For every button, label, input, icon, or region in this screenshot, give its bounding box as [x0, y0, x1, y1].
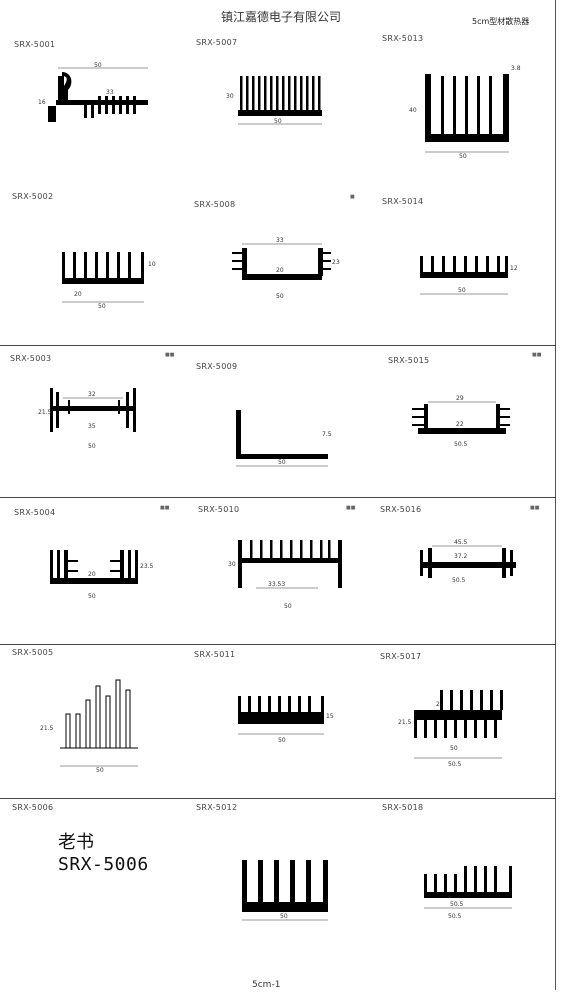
profile-drawing-srx-5013: 50 40 3.8 [405, 62, 525, 162]
profile-drawing-srx-5008: 33 20 50 23 [222, 234, 342, 314]
svg-text:21.5: 21.5 [398, 719, 412, 726]
profile-label-srx-5005: SRX-5005 [12, 648, 54, 657]
divider-2 [0, 497, 556, 498]
svg-text:50.5: 50.5 [448, 913, 462, 920]
profile-label-srx-5011: SRX-5011 [194, 650, 236, 659]
profile-label-srx-5002: SRX-5002 [12, 192, 54, 201]
stamp-mark: ■ [350, 194, 355, 200]
svg-text:23.5: 23.5 [140, 563, 154, 570]
svg-text:22: 22 [456, 421, 464, 428]
profile-drawing-srx-5005: 50 21.5 [30, 676, 170, 776]
profile-label-srx-5004: SRX-5004 [14, 508, 56, 517]
profile-label-srx-5006: SRX-5006 [12, 803, 54, 812]
svg-text:50: 50 [98, 303, 106, 310]
svg-text:21.5: 21.5 [40, 725, 54, 732]
profile-drawing-srx-5004: 20 50 23.5 [40, 546, 154, 606]
profile-label-srx-5010: SRX-5010 [198, 505, 240, 514]
svg-text:29: 29 [456, 395, 464, 402]
svg-text:21.5: 21.5 [38, 409, 52, 416]
svg-text:50: 50 [274, 118, 282, 125]
profile-label-srx-5016: SRX-5016 [380, 505, 422, 514]
profile-label-srx-5008: SRX-5008 [194, 200, 236, 209]
svg-text:2: 2 [436, 701, 440, 708]
svg-text:50.5: 50.5 [448, 761, 462, 768]
svg-text:40: 40 [409, 107, 417, 114]
handwritten-note: 老书 SRX-5006 [58, 832, 149, 876]
svg-text:37.2: 37.2 [454, 553, 468, 560]
series-title: 5cm型材散热器 [472, 17, 530, 26]
svg-text:50.5: 50.5 [454, 441, 468, 448]
profile-label-srx-5009: SRX-5009 [196, 362, 238, 371]
profile-drawing-srx-5015: 29 22 50.5 [404, 394, 514, 464]
profile-drawing-srx-5010: 33.53 50 30 [228, 536, 348, 616]
profile-drawing-srx-5007: 50 30 [222, 68, 332, 138]
page-number: 5cm-1 [252, 980, 281, 990]
svg-text:23: 23 [332, 259, 340, 266]
profile-label-srx-5017: SRX-5017 [380, 652, 422, 661]
svg-text:33: 33 [276, 237, 284, 244]
profile-drawing-srx-5016: 45.5 37.2 50.5 [414, 536, 524, 596]
svg-text:50: 50 [458, 287, 466, 294]
company-title: 镇江嘉德电子有限公司 [220, 10, 341, 24]
svg-text:12: 12 [510, 265, 518, 272]
profile-label-srx-5001: SRX-5001 [14, 40, 56, 49]
svg-text:32: 32 [88, 391, 96, 398]
svg-text:50: 50 [88, 443, 96, 450]
profile-drawing-srx-5003: 32 35 50 21.5 [38, 384, 148, 464]
profile-label-srx-5012: SRX-5012 [196, 803, 238, 812]
profile-drawing-srx-5009: 50 7.5 [224, 400, 344, 470]
svg-text:33: 33 [106, 89, 114, 96]
svg-text:33.53: 33.53 [268, 581, 285, 588]
svg-text:50.5: 50.5 [450, 901, 464, 908]
svg-text:45.5: 45.5 [454, 539, 468, 546]
note-line-2: SRX-5006 [58, 854, 149, 875]
svg-text:20: 20 [276, 267, 284, 274]
svg-text:20: 20 [74, 291, 82, 298]
svg-text:15: 15 [326, 713, 334, 720]
divider-1 [0, 345, 556, 346]
right-border [555, 0, 556, 990]
divider-4 [0, 798, 556, 799]
stamp-mark: ■■ [165, 352, 175, 358]
svg-text:50.5: 50.5 [452, 577, 466, 584]
svg-text:50: 50 [96, 767, 104, 774]
svg-text:50: 50 [276, 293, 284, 300]
svg-text:50: 50 [450, 745, 458, 752]
svg-text:20: 20 [88, 571, 96, 578]
stamp-mark: ■■ [160, 505, 170, 511]
svg-text:50: 50 [278, 737, 286, 744]
profile-drawing-srx-5018: 50.5 50.5 [410, 852, 520, 932]
svg-text:16: 16 [38, 99, 46, 106]
svg-text:10: 10 [148, 261, 156, 268]
profile-drawing-srx-5001: 50 33 16 [38, 62, 168, 142]
profile-drawing-srx-5011: 50 15 [228, 694, 338, 754]
profile-drawing-srx-5002: 50 20 10 [50, 248, 160, 310]
svg-text:50: 50 [284, 603, 292, 610]
profile-drawing-srx-5017: 2 50 21.5 50.5 [394, 684, 524, 774]
note-line-1: 老书 [58, 832, 94, 853]
svg-text:7.5: 7.5 [322, 431, 332, 438]
profile-label-srx-5003: SRX-5003 [10, 354, 52, 363]
svg-text:30: 30 [226, 93, 234, 100]
profile-label-srx-5014: SRX-5014 [382, 197, 424, 206]
dim-text: 50 [94, 62, 102, 69]
svg-text:50: 50 [280, 913, 288, 920]
svg-text:50: 50 [88, 593, 96, 600]
profile-label-srx-5007: SRX-5007 [196, 38, 238, 47]
svg-text:35: 35 [88, 423, 96, 430]
svg-text:30: 30 [228, 561, 236, 568]
profile-label-srx-5013: SRX-5013 [382, 34, 424, 43]
stamp-mark: ■■ [532, 352, 542, 358]
profile-drawing-srx-5014: 50 12 [410, 250, 520, 300]
profile-drawing-srx-5012: 50 [232, 850, 342, 930]
profile-label-srx-5015: SRX-5015 [388, 356, 430, 365]
divider-3 [0, 644, 556, 645]
svg-text:50: 50 [459, 153, 467, 160]
stamp-mark: ■■ [530, 505, 540, 511]
svg-text:50: 50 [278, 459, 286, 466]
svg-text:3.8: 3.8 [511, 65, 521, 72]
stamp-mark: ■■ [346, 505, 356, 511]
profile-label-srx-5018: SRX-5018 [382, 803, 424, 812]
